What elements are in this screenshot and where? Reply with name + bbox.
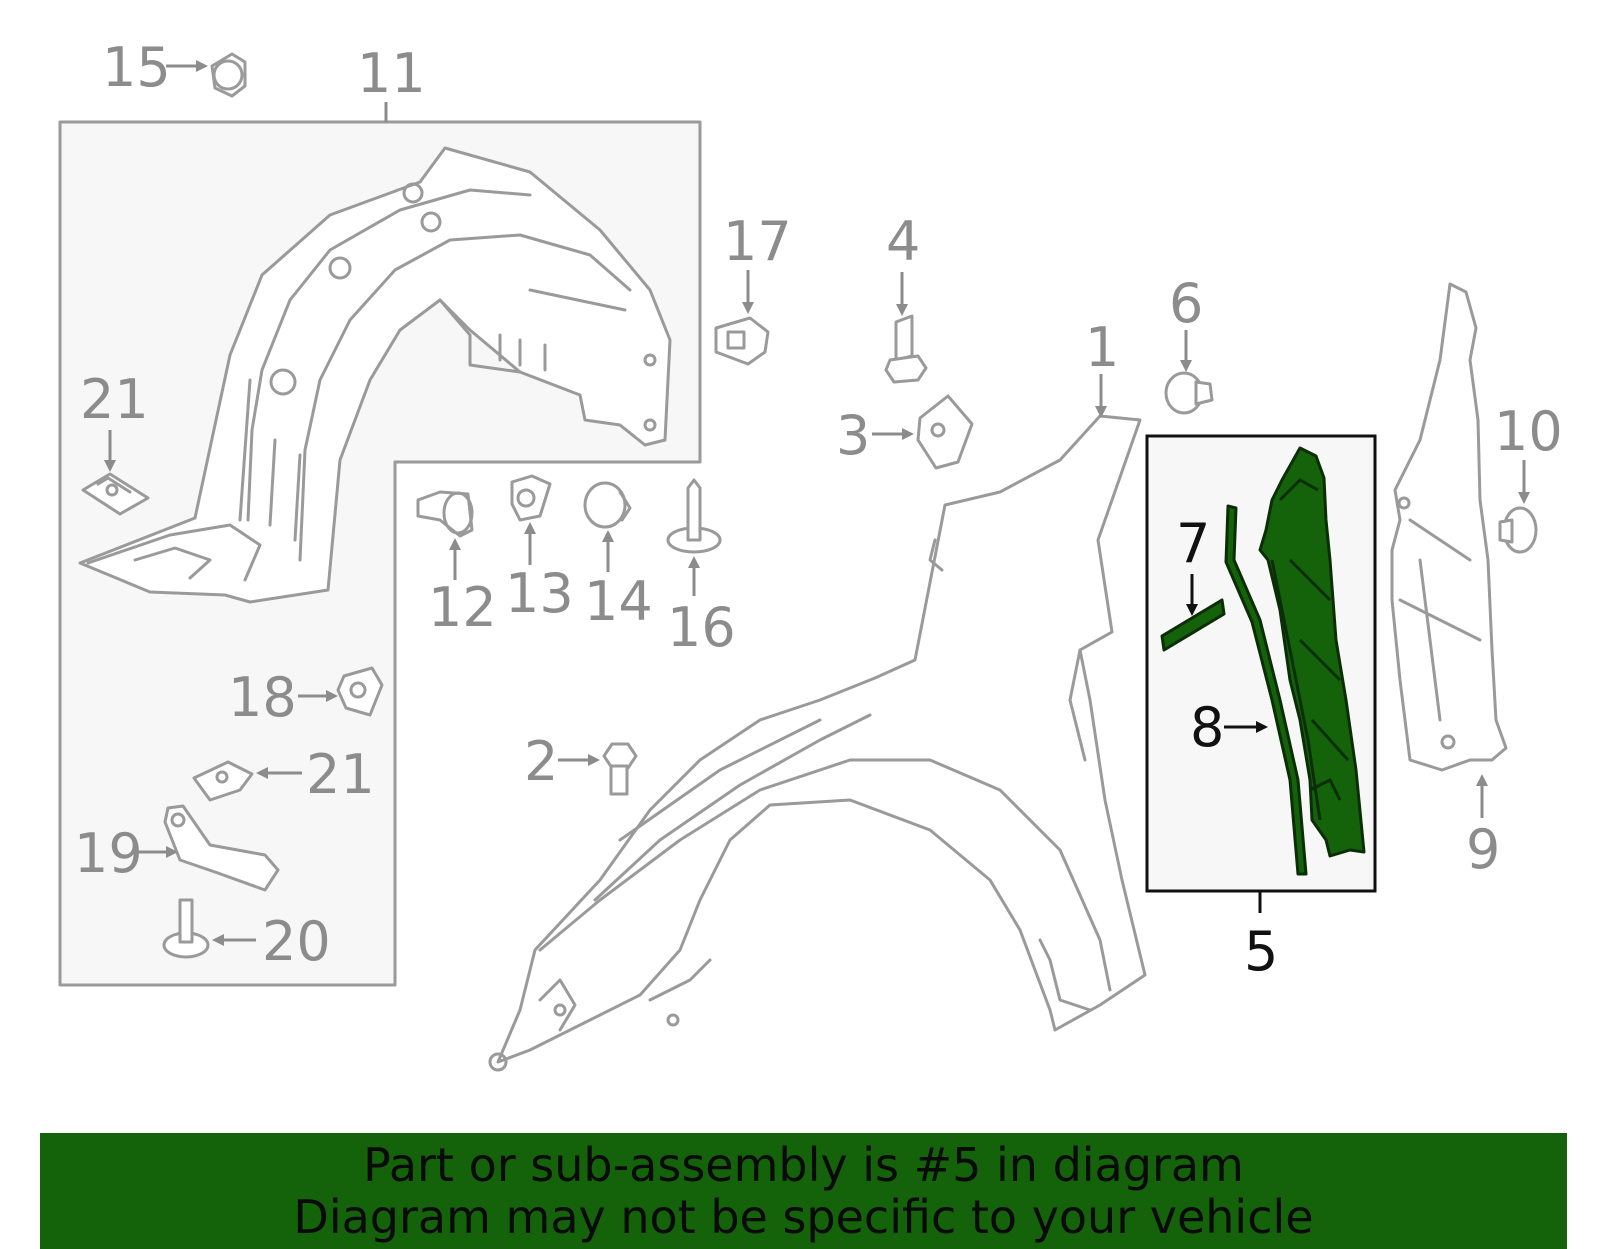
callout-1: 1 <box>1085 316 1119 379</box>
callout-8: 8 <box>1190 696 1224 759</box>
callout-18: 18 <box>228 666 297 729</box>
callout-11: 11 <box>357 42 426 105</box>
callout-16: 16 <box>667 596 736 659</box>
clip-21-lower-part <box>192 760 254 802</box>
callout-20: 20 <box>262 910 331 973</box>
clip-21-upper-part <box>81 472 150 516</box>
callout-9: 9 <box>1466 818 1500 881</box>
callout-5: 5 <box>1244 920 1278 983</box>
nut-18-part <box>336 666 384 717</box>
bolt-2-part <box>602 742 638 796</box>
bolt-20-part <box>162 898 210 959</box>
callout-17: 17 <box>723 210 792 273</box>
info-banner: Part or sub-assembly is #5 in diagram Di… <box>40 1133 1567 1249</box>
fender-part <box>488 414 1147 1072</box>
clip-13-part <box>510 474 552 522</box>
clip-10-part <box>1498 506 1538 554</box>
clip-6-part <box>1164 371 1214 415</box>
pad-7-part <box>1160 598 1226 652</box>
callout-2: 2 <box>524 730 558 793</box>
bracket-3-part <box>916 394 974 470</box>
bolt-16-part <box>666 478 722 554</box>
clip-15-part <box>210 52 247 98</box>
callout-13: 13 <box>505 562 574 625</box>
callout-7: 7 <box>1176 512 1210 575</box>
banner-line-2: Diagram may not be specific to your vehi… <box>293 1190 1314 1244</box>
callout-12: 12 <box>428 576 497 639</box>
callout-21-lower: 21 <box>306 743 375 806</box>
callout-4: 4 <box>886 210 920 273</box>
fender-liner-part <box>78 146 672 604</box>
callout-6: 6 <box>1169 272 1203 335</box>
callout-19: 19 <box>74 822 143 885</box>
highlighted-part-5 <box>1258 446 1366 858</box>
callout-10: 10 <box>1494 400 1563 463</box>
callout-15: 15 <box>102 36 171 99</box>
bracket-19-part <box>163 804 280 892</box>
callout-3: 3 <box>836 404 870 467</box>
banner-line-1: Part or sub-assembly is #5 in diagram <box>363 1138 1244 1192</box>
clip-12-part <box>416 490 474 538</box>
nut-17-part <box>714 316 770 366</box>
bolt-4-part <box>884 314 928 384</box>
leader-arrows <box>104 60 1530 946</box>
seal-9-part <box>1390 282 1508 772</box>
callout-14: 14 <box>584 570 653 633</box>
strip-8-part <box>1224 504 1308 876</box>
callout-21-upper: 21 <box>80 368 149 431</box>
clip-14-part <box>583 481 632 529</box>
